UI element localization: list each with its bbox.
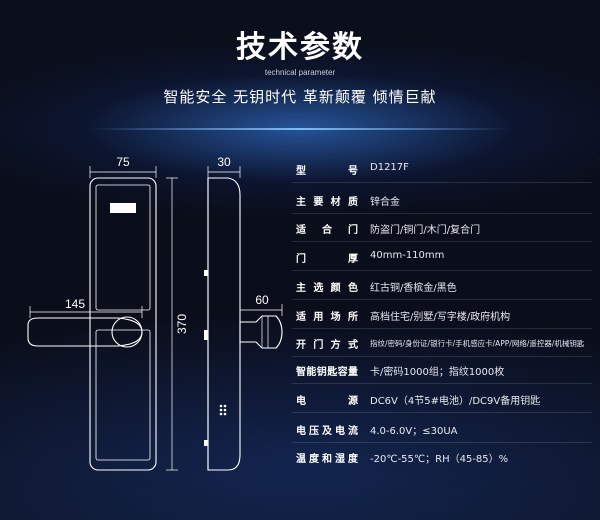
spec-row: 主要材质 锌合金 (292, 193, 592, 211)
dim-handle-length: 145 (65, 297, 85, 311)
dim-side-width: 30 (217, 155, 231, 169)
spec-key: 电压及电流 (296, 426, 358, 437)
spec-value: 指纹/密码/身份证/银行卡/手机感应卡/APP/网络/遥控器/机械钥匙 (370, 339, 585, 348)
spec-value: 防盗门/铜门/木门/复合门 (370, 225, 481, 236)
dim-front-width: 75 (116, 155, 130, 169)
header-glow (90, 128, 510, 130)
spec-key: 适合门 (296, 225, 358, 236)
spec-value: 40mm-110mm (370, 250, 445, 261)
lock-front-body (89, 177, 157, 471)
spec-key: 型号 (296, 166, 358, 177)
spec-row: 智能钥匙容量 卡/密码1000组；指纹1000枚 (292, 363, 592, 381)
spec-row: 电压及电流 4.0-6.0V；≤30UA (292, 422, 592, 440)
handle-knob (111, 316, 143, 348)
slogan: 智能安全 无钥时代 革新颠覆 倾情巨献 (163, 88, 437, 106)
brand-logo-icon (110, 203, 136, 213)
front-handle (27, 317, 143, 347)
spec-row: 门厚 40mm-110mm (292, 250, 592, 268)
spec-row: 电源 DC6V（4节5#电池）/DC9V备用钥匙 (292, 392, 592, 410)
spec-row: 开门方式 指纹/密码/身份证/银行卡/手机感应卡/APP/网络/遥控器/机械钥匙 (292, 336, 592, 354)
spec-key: 温度和湿度 (296, 454, 358, 465)
spec-key: 电源 (296, 396, 358, 407)
dim-handle-depth: 60 (255, 293, 269, 307)
front-bottom-panel (95, 329, 151, 461)
lock-side-body (207, 177, 241, 471)
spec-row: 主选颜色 红古铜/香槟金/黑色 (292, 279, 592, 297)
spec-row: 适合门 防盗门/铜门/木门/复合门 (292, 221, 592, 239)
spec-row: 型号 D1217F (292, 162, 592, 180)
spec-key: 主选颜色 (296, 283, 358, 294)
spec-value: 4.0-6.0V；≤30UA (370, 426, 458, 437)
side-handle (239, 315, 283, 349)
spec-row: 适用场所 高档住宅/别墅/写字楼/政府机构 (292, 308, 592, 326)
page-subtitle: technical parameter (264, 68, 336, 77)
spec-value: 红古铜/香槟金/黑色 (370, 283, 457, 294)
spec-value: DC6V（4节5#电池）/DC9V备用钥匙 (370, 396, 541, 407)
spec-value: -20℃-55℃；RH（45-85）% (370, 454, 509, 465)
spec-key: 开门方式 (296, 340, 358, 351)
spec-value: D1217F (370, 162, 409, 173)
spec-value: 卡/密码1000组；指纹1000枚 (370, 367, 505, 378)
keypad-dots-icon (219, 404, 227, 416)
spec-value: 高档住宅/别墅/写字楼/政府机构 (370, 312, 511, 323)
dim-height: 370 (175, 314, 189, 334)
front-top-panel (95, 184, 151, 311)
spec-row: 温度和湿度 -20℃-55℃；RH（45-85）% (292, 450, 592, 468)
spec-key: 适用场所 (296, 312, 358, 323)
page-title: 技术参数 (236, 30, 364, 65)
spec-key: 门厚 (296, 254, 358, 265)
spec-value: 锌合金 (370, 197, 400, 208)
spec-key: 智能钥匙容量 (296, 367, 358, 378)
spec-key: 主要材质 (296, 197, 358, 208)
